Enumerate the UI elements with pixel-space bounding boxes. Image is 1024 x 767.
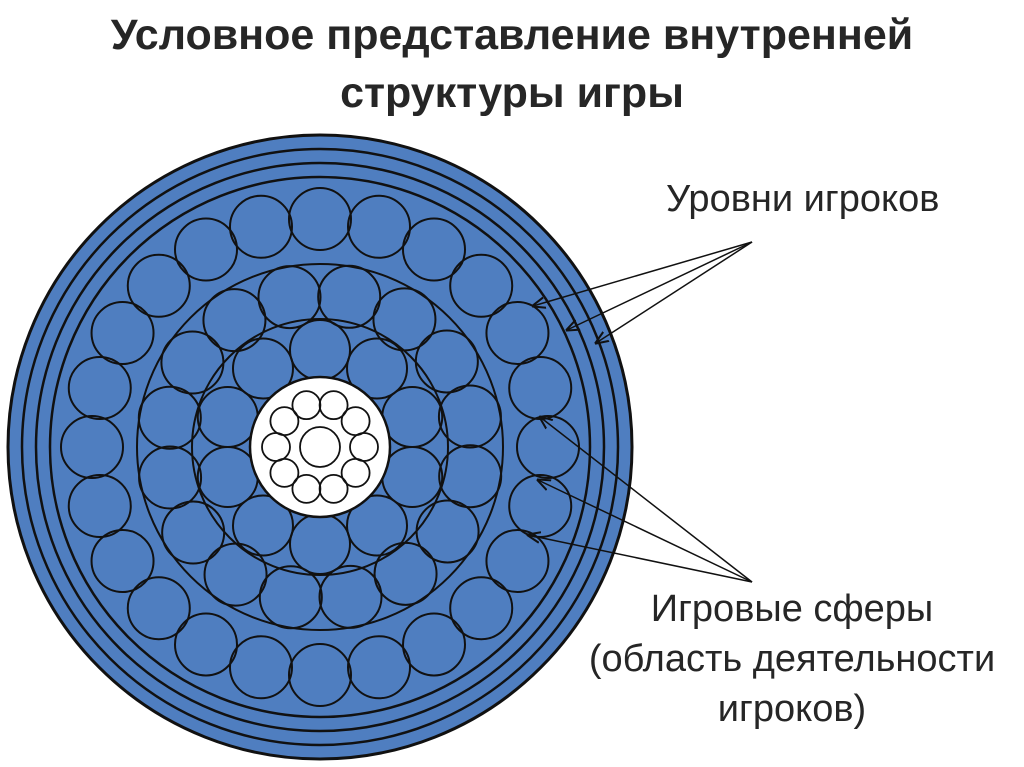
sphere-circle	[257, 265, 322, 330]
sphere-circle	[60, 415, 124, 479]
sphere-circle	[347, 194, 412, 259]
sphere-circle	[161, 500, 226, 565]
sphere-circle	[203, 542, 268, 607]
sphere-circle	[231, 494, 294, 557]
spheres-label-line-2: (область деятельности	[588, 638, 996, 680]
sphere-circle	[415, 499, 480, 564]
sphere-circle	[373, 541, 438, 606]
level-ring-3	[48, 175, 592, 719]
sphere-circle	[160, 330, 225, 395]
sphere-circle	[90, 529, 155, 593]
sphere-circle	[67, 355, 132, 420]
sphere-circle	[174, 612, 238, 677]
sphere-circle	[346, 494, 409, 557]
sphere-circle	[288, 643, 352, 707]
sphere-circle	[126, 576, 191, 641]
title-line-1: Условное представление внутренней	[110, 11, 914, 59]
sphere-circle	[202, 288, 267, 353]
level-ring-1	[20, 147, 620, 747]
game-spheres-label: Игровые сферы (область деятельности игро…	[560, 584, 1024, 734]
sphere-circle	[449, 253, 514, 318]
annotation-arrow	[567, 241, 753, 330]
sphere-circle	[449, 576, 514, 641]
core-small-circle	[340, 457, 371, 488]
core-small-circle	[318, 390, 349, 421]
annotation-arrow	[533, 241, 753, 306]
core-center-circle	[299, 426, 341, 468]
sphere-circle	[485, 301, 550, 365]
level-ring-2	[34, 161, 606, 733]
sphere-circle	[138, 445, 203, 510]
sphere-circle	[231, 337, 294, 400]
title-line-2: структуры игры	[340, 69, 684, 117]
spheres-label-line-3: игроков)	[717, 688, 867, 730]
sphere-circle	[402, 217, 466, 282]
spheres-label-line-1: Игровые сферы	[650, 588, 934, 630]
slide-title: Условное представление внутренней структ…	[0, 6, 1024, 122]
annotation-arrow	[540, 417, 753, 583]
annotation-arrow	[596, 241, 753, 343]
sphere-circle	[485, 529, 550, 593]
core-spheres	[248, 375, 392, 519]
sphere-circle	[346, 337, 409, 400]
sphere-circle	[347, 635, 412, 700]
core-small-circle	[269, 406, 300, 437]
core-small-circle	[340, 406, 371, 437]
game-spheres	[60, 187, 580, 707]
sphere-circle	[288, 187, 352, 251]
sphere-circle	[67, 474, 132, 539]
sphere-circle	[317, 264, 382, 329]
sphere-circle	[228, 194, 293, 259]
core-small-circle	[291, 473, 322, 504]
annotation-arrows	[528, 241, 753, 583]
sphere-circle	[258, 565, 323, 630]
core-disk	[248, 375, 392, 519]
sphere-circle	[228, 635, 293, 700]
player-levels-label: Уровни игроков	[666, 178, 940, 220]
sphere-circle	[174, 217, 238, 282]
sphere-circle	[437, 384, 502, 449]
sphere-circle	[90, 301, 155, 365]
sphere-circle	[318, 564, 383, 629]
annotation-arrow	[528, 535, 753, 583]
sphere-circle	[402, 612, 466, 677]
sphere-circle	[372, 287, 437, 352]
sphere-circle	[126, 253, 191, 318]
sphere-circle	[438, 444, 503, 509]
sphere-circle	[137, 385, 202, 450]
annotation-arrow	[538, 480, 753, 583]
sphere-circle	[414, 329, 479, 394]
inner-ring-1	[136, 263, 504, 631]
